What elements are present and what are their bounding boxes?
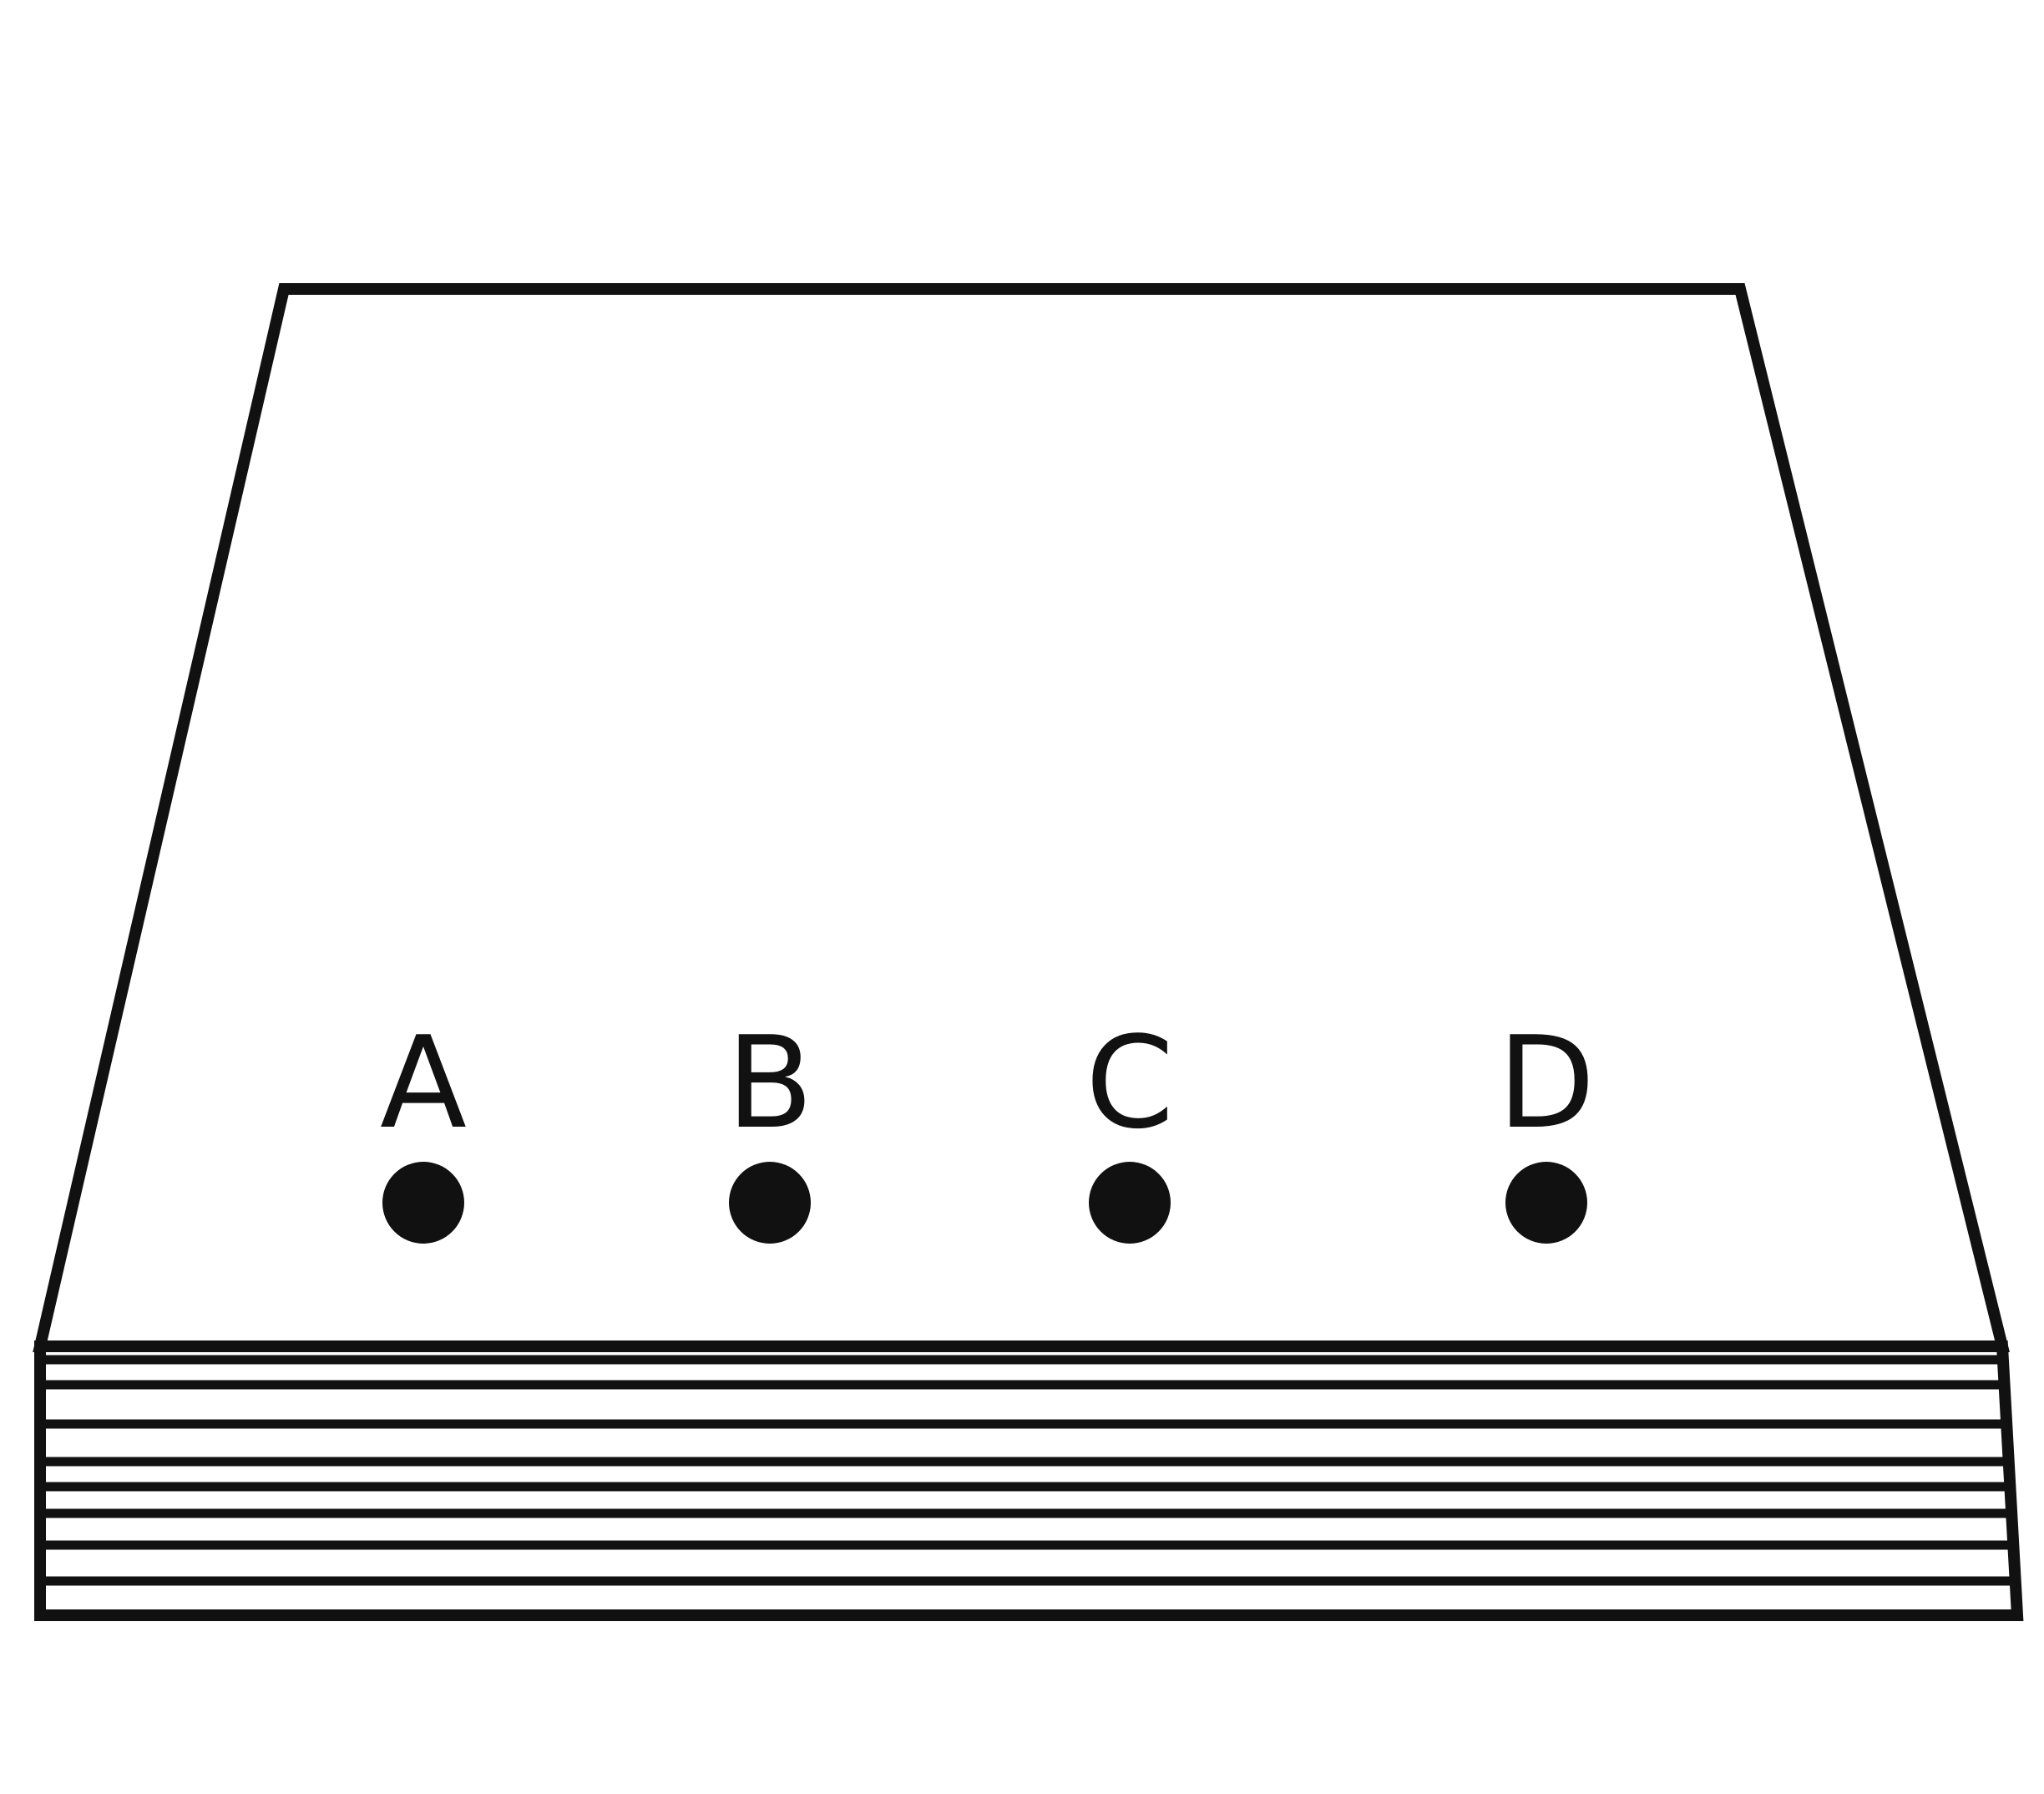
points-group: A B C D <box>380 1009 1596 1244</box>
point-d: D <box>1497 1009 1596 1244</box>
point-label-a: A <box>380 1009 467 1157</box>
layer-lines <box>40 1355 2017 1586</box>
top-surface <box>33 283 2010 1352</box>
point-c: C <box>1085 1009 1174 1244</box>
point-label-b: B <box>726 1009 813 1157</box>
point-dot-d <box>1505 1162 1587 1244</box>
point-b: B <box>726 1009 813 1244</box>
point-dot-c <box>1089 1162 1171 1244</box>
point-a: A <box>380 1009 467 1244</box>
point-dot-b <box>729 1162 811 1244</box>
point-label-c: C <box>1085 1009 1174 1157</box>
point-label-d: D <box>1497 1009 1595 1157</box>
point-dot-a <box>382 1162 464 1244</box>
